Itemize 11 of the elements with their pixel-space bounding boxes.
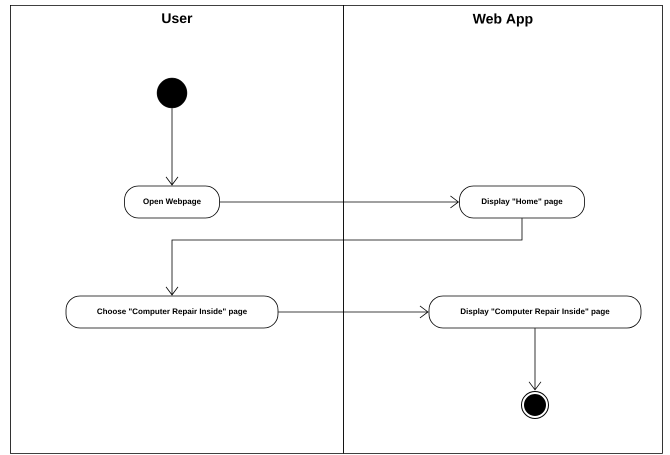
action-node: Open Webpage: [124, 186, 220, 218]
start-node: [156, 78, 188, 108]
action-node: Display "Home" page: [459, 186, 585, 218]
end-node: [519, 388, 551, 421]
arrow: [166, 218, 522, 296]
action-node: Choose "Computer Repair Inside" page: [66, 296, 278, 328]
arrow: [220, 196, 460, 208]
arrow: [528, 328, 542, 390]
arrow: [166, 108, 178, 186]
action-node: Display "Computer Repair Inside" page: [428, 296, 642, 328]
arrow: [278, 306, 429, 318]
